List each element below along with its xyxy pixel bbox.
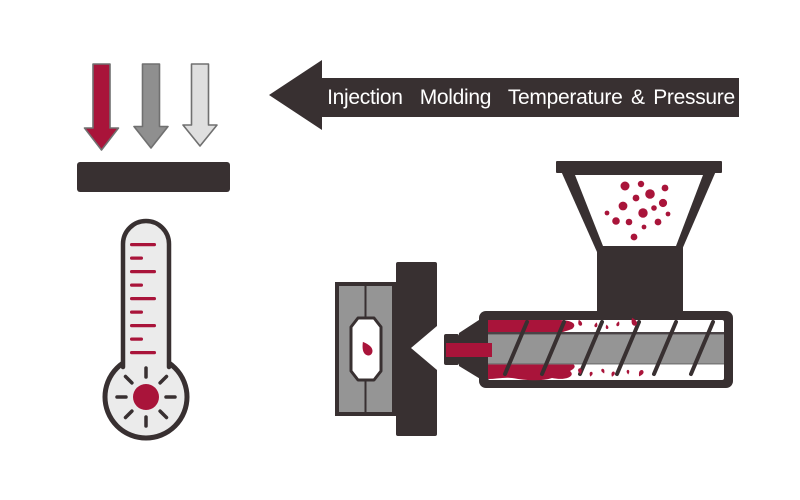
melt-flow-channel: [446, 343, 492, 357]
plastic-pellet-icon: [612, 217, 620, 225]
plastic-pellet-icon: [620, 181, 630, 191]
screw-flight-icon: [578, 320, 604, 376]
screw-flight-icon: [540, 320, 566, 376]
screw-flight-icon: [689, 320, 715, 376]
hopper-interior: [575, 175, 703, 246]
hopper: [556, 161, 722, 316]
screw-shaft-top-edge: [488, 332, 724, 335]
pressure-arrow-gray-icon: [133, 63, 169, 149]
screw-barrel: [446, 311, 733, 388]
plastic-pellet-icon: [665, 211, 671, 217]
injection-unit: [444, 161, 733, 388]
plastic-pellet-icon: [638, 208, 648, 218]
pressure-arrow-light-icon: [182, 63, 218, 147]
thermometer: [102, 218, 190, 441]
thermometer-scale: [130, 243, 156, 355]
thermometer-tick-long: [130, 270, 156, 274]
heat-ray-icon: [158, 374, 169, 385]
thermometer-tick-short: [130, 310, 143, 314]
hopper-neck: [597, 246, 683, 316]
plastic-pellet-icon: [651, 205, 657, 211]
thermometer-tube: [120, 218, 172, 370]
plastic-pellet-icon: [630, 233, 638, 241]
heat-ray-icon: [123, 409, 134, 420]
pressure-arrow-red-icon: [83, 63, 120, 151]
heat-rays: [115, 366, 177, 428]
plastic-pellet-icon: [645, 189, 655, 199]
plastic-pellets: [604, 180, 671, 241]
thermometer-tick-short: [130, 337, 143, 341]
pressure-plate: [77, 162, 230, 192]
plastic-pellet-icon: [618, 201, 628, 211]
hopper-rim: [556, 161, 722, 173]
plastic-pellet-icon: [632, 194, 640, 202]
plastic-pellet-icon: [661, 184, 669, 192]
heat-ray-icon: [158, 409, 169, 420]
mold-assembly: [335, 262, 437, 436]
screw-shaft: [488, 333, 724, 364]
thermometer-tube-fill: [123, 221, 169, 365]
plastic-pellet-icon: [658, 198, 668, 208]
heat-ray-icon: [123, 374, 134, 385]
thermometer-tick-long: [130, 351, 156, 355]
plastic-pellet-icon: [641, 224, 647, 230]
plastic-pellet-icon: [604, 210, 610, 216]
screw-flights: [503, 320, 715, 376]
screw-flight-icon: [503, 320, 529, 376]
screw-flight-icon: [615, 320, 641, 376]
plastic-pellet-icon: [637, 180, 645, 188]
pressure-arrows: [77, 63, 230, 192]
plastic-pellet-icon: [654, 218, 662, 226]
screw-shaft-bottom-edge: [488, 363, 724, 365]
thermometer-tick-short: [130, 256, 143, 260]
thermometer-tick-short: [130, 283, 143, 287]
sprue-notch: [411, 326, 437, 370]
banner-arrow: [269, 60, 739, 130]
thermometer-tick-long: [130, 324, 156, 328]
thermometer-tick-long: [130, 243, 156, 247]
thermometer-tick-long: [130, 297, 156, 301]
plastic-pellet-icon: [625, 218, 633, 226]
banner-label: Injection Molding Temperature & Pressure: [327, 86, 735, 109]
thermometer-heat-core: [133, 384, 159, 410]
screw-flight-icon: [652, 320, 678, 376]
